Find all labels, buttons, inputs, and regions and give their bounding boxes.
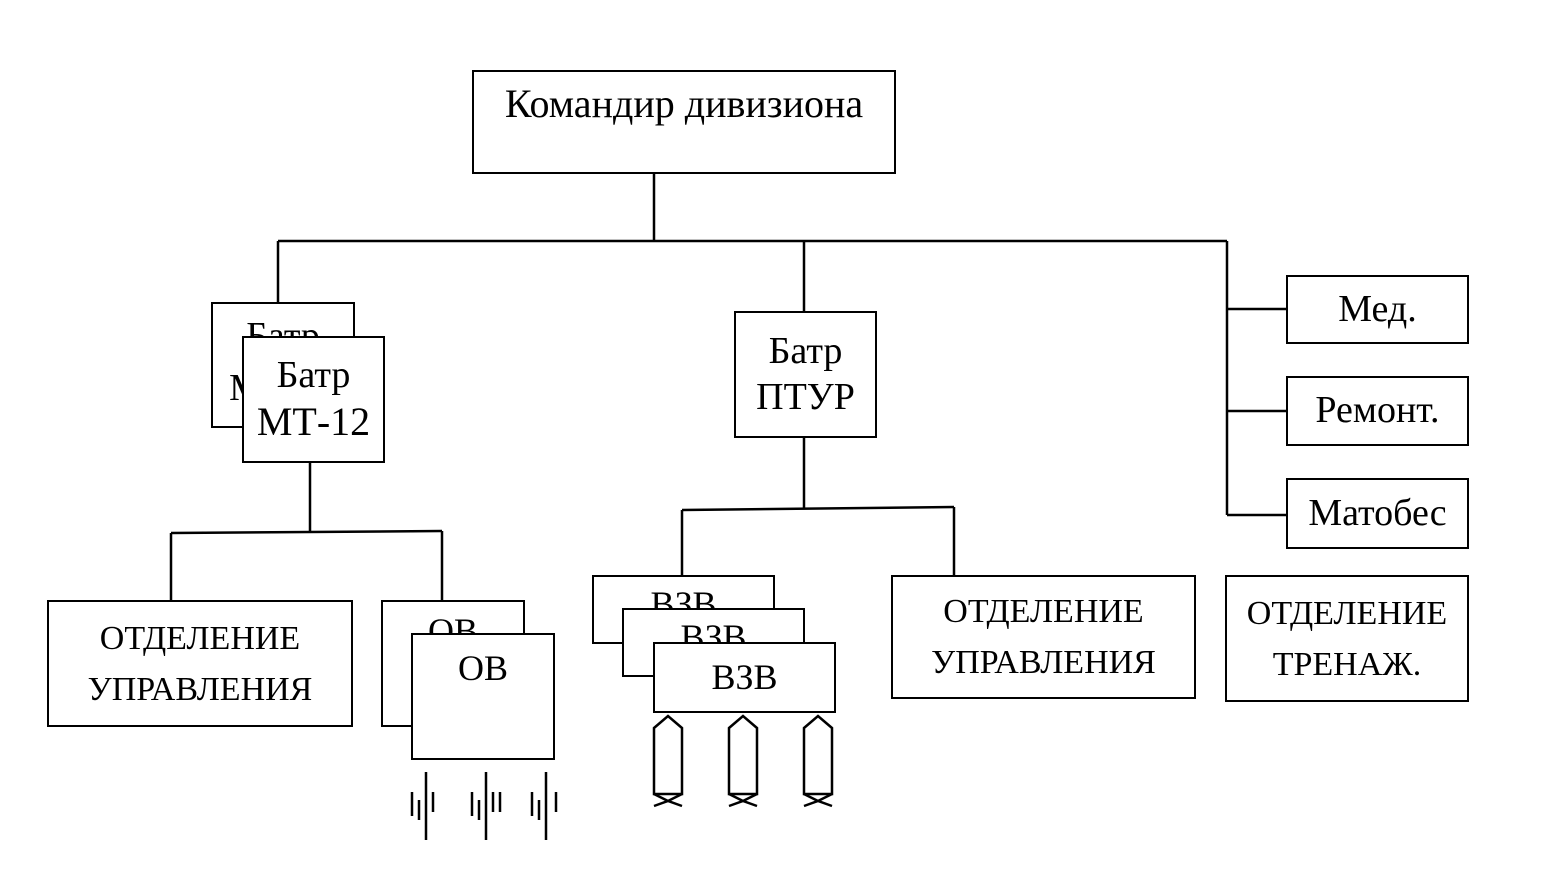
missile-symbols: [652, 714, 834, 808]
commander-label: Командир дивизиона: [504, 81, 864, 126]
battery-ptur-box: Батр ПТУР: [734, 311, 877, 438]
battery-ptur-label-2: ПТУР: [756, 375, 855, 418]
matobes-unit-label: Матобес: [1308, 491, 1447, 534]
battery-mt12-box: Батр МТ-12: [242, 336, 385, 463]
ptur-control-section-box: ОТДЕЛЕНИЕ УПРАВЛЕНИЯ: [891, 575, 1196, 699]
missile-icon: [652, 714, 684, 808]
training-label-2: ТРЕНАЖ.: [1272, 645, 1422, 683]
training-label-1: ОТДЕЛЕНИЕ: [1246, 594, 1448, 632]
ov-label: ОВ: [457, 648, 508, 688]
vzv-box: ВЗВ: [653, 642, 836, 713]
gun-icon: [530, 772, 558, 840]
gun-icon: [470, 772, 502, 840]
gun-icon: [410, 772, 435, 840]
missile-icon: [727, 714, 759, 808]
mt12-control-label-2: УПРАВЛЕНИЯ: [87, 670, 313, 708]
vzv-label: ВЗВ: [711, 656, 778, 697]
mt12-control-section-box: ОТДЕЛЕНИЕ УПРАВЛЕНИЯ: [47, 600, 353, 727]
commander-box: Командир дивизиона: [472, 70, 896, 174]
training-section-box: ОТДЕЛЕНИЕ ТРЕНАЖ.: [1225, 575, 1469, 702]
battery-ptur-label-1: Батр: [768, 329, 843, 372]
med-unit-box: Мед.: [1286, 275, 1469, 344]
gun-symbols: [410, 772, 558, 840]
mt12-control-label-1: ОТДЕЛЕНИЕ: [99, 619, 301, 657]
missile-icon: [802, 714, 834, 808]
repair-unit-label: Ремонт.: [1315, 389, 1440, 432]
repair-unit-box: Ремонт.: [1286, 376, 1469, 446]
ptur-control-label-2: УПРАВЛЕНИЯ: [931, 644, 1156, 681]
ptur-control-label-1: ОТДЕЛЕНИЕ: [943, 593, 1144, 630]
battery-mt12-label-1: Батр: [276, 353, 351, 396]
ov-box: ОВ: [411, 633, 555, 760]
med-unit-label: Мед.: [1338, 287, 1417, 330]
battery-mt12-label-2: МТ-12: [256, 399, 371, 445]
matobes-unit-box: Матобес: [1286, 478, 1469, 549]
